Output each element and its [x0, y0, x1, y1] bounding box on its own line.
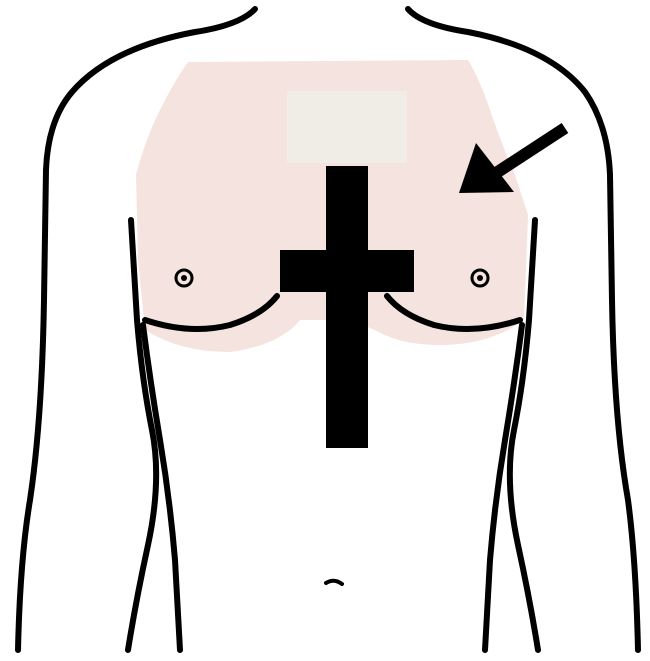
cross-horizontal-bar	[280, 250, 414, 292]
cross-vertical-bar	[326, 166, 368, 448]
rectangular-patch	[287, 91, 407, 163]
